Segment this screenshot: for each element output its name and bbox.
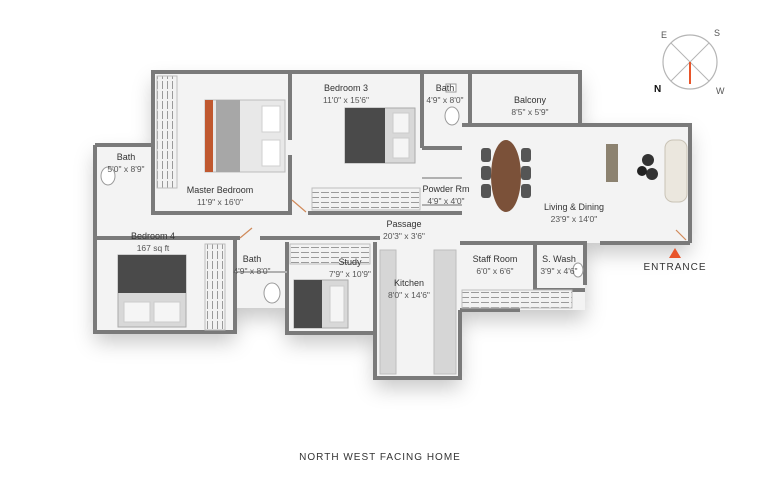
living-set [606,139,688,203]
bed-master [204,99,286,173]
compass-icon: E S N W [654,28,725,96]
bath-fixtures [100,83,584,304]
compass-east: E [661,30,667,40]
bed-bedroom-3 [344,107,416,164]
bed-study [293,279,349,329]
entrance-label: ENTRANCE [643,262,707,273]
entrance-marker [669,248,681,258]
dining-set [481,140,531,212]
kitchen-counters [379,249,457,375]
bed-bedroom-4 [117,254,187,328]
walls [93,70,692,380]
compass-north: N [654,84,661,95]
plan-caption: NORTH WEST FACING HOME [299,452,461,463]
compass-south: S [714,28,720,38]
wardrobes [156,75,573,331]
inner-partitions [235,177,462,273]
doors [239,199,687,241]
compass-west: W [716,86,725,96]
